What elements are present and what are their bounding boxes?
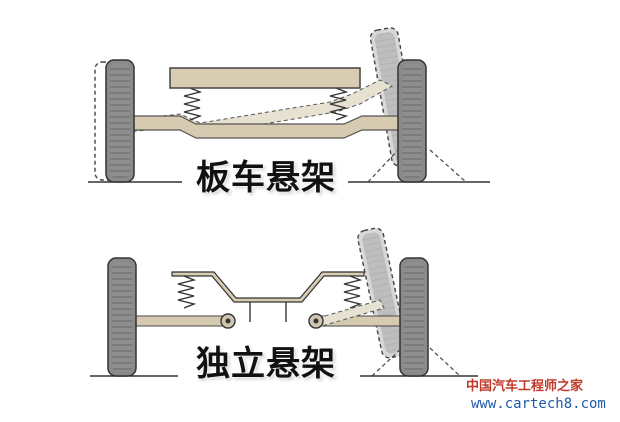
spring-left (183, 87, 203, 121)
independent-suspension-caption: 独立悬架 (196, 344, 336, 384)
solid-axle-diagram (88, 27, 490, 183)
wheel-left-2 (107, 257, 137, 377)
wheel-right (397, 59, 427, 183)
tilt-indicator-lines (367, 149, 467, 183)
spring-right-2 (343, 275, 363, 309)
control-arm-left (135, 315, 229, 327)
wheel-left (105, 59, 135, 183)
watermark-site-name: 中国汽车工程师之家 (466, 379, 584, 394)
independent-suspension-diagram (90, 227, 478, 377)
vehicle-body (169, 67, 361, 89)
watermark-url: www.cartech8.com (471, 396, 606, 412)
vehicle-frame (171, 271, 365, 303)
spring-right (329, 87, 349, 121)
solid-axle-caption: 板车悬架 (196, 158, 336, 198)
spring-left-2 (177, 275, 197, 309)
wheel-right-2 (399, 257, 429, 377)
